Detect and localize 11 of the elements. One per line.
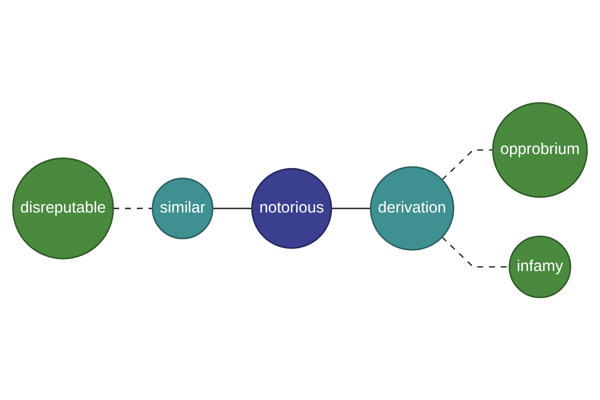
node-circle: opprobrium [492,102,588,198]
node-circle: disreputable [12,157,114,260]
node-circle: similar [152,178,214,240]
node-circle: derivation [370,166,454,250]
connector [442,236,510,268]
connector [212,208,252,209]
node-circle: infamy [508,236,572,298]
connector [331,208,371,209]
connector [442,149,493,180]
connector [113,208,153,209]
node-circle: notorious [251,168,332,249]
